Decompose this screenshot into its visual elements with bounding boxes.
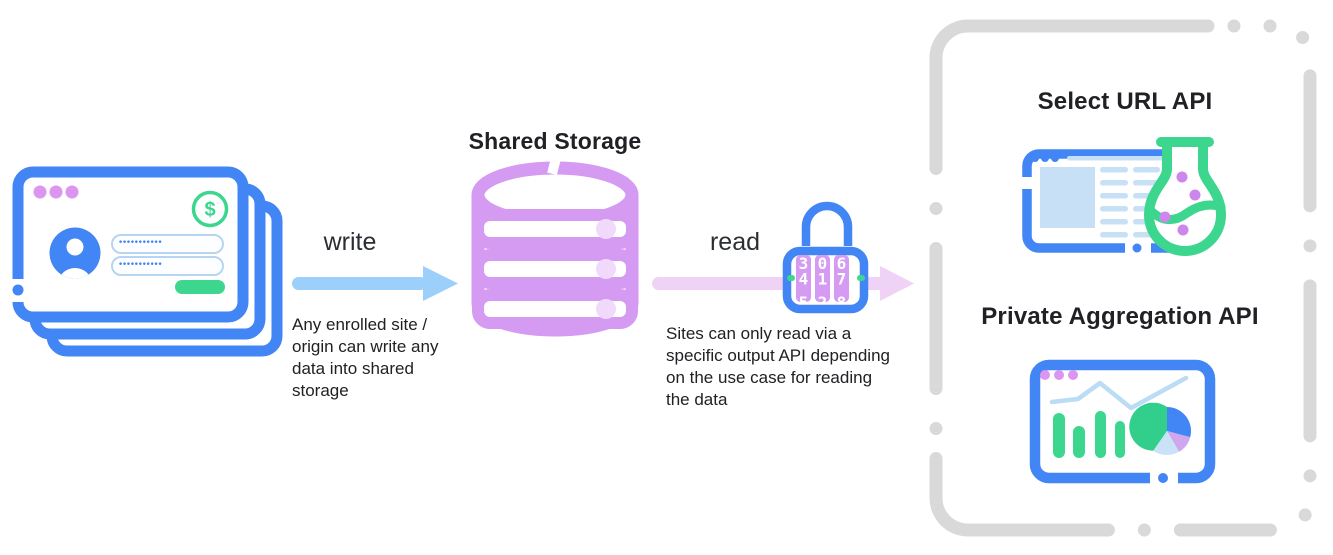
flask-bubbles — [1159, 171, 1201, 236]
dial2-digit: 1 — [818, 270, 828, 289]
password-dots: ••••••••••• — [119, 259, 162, 269]
combination-lock-icon: 3 4 5 0 1 2 6 7 8 — [782, 201, 869, 314]
output-boundary-dashed-border — [929, 19, 1317, 537]
dial1-above: 3 — [799, 254, 809, 273]
border-dot — [1158, 473, 1168, 483]
lock-shackle — [801, 201, 853, 246]
bar-chart-icon — [1053, 411, 1125, 458]
select-url-api-icon — [1020, 137, 1227, 256]
dial3-below: 8 — [837, 293, 847, 312]
dial1-digit: 4 — [799, 270, 809, 289]
shared-storage-title: Shared Storage — [468, 128, 642, 154]
border-dot — [1132, 243, 1142, 253]
currency-symbol: $ — [204, 199, 215, 221]
write-label: write — [323, 228, 377, 256]
dial1-below: 5 — [799, 293, 809, 312]
database-icon — [471, 157, 639, 337]
user-avatar-icon — [49, 227, 101, 279]
database-shelves — [472, 209, 638, 329]
password-input-1[interactable]: ••••••••••• — [111, 234, 224, 254]
flask-icon — [1143, 137, 1227, 256]
dial-tick-left — [787, 275, 795, 281]
pie-chart-icon — [1129, 402, 1192, 456]
read-description: Sites can only read via a specific outpu… — [666, 324, 890, 409]
content-block — [1040, 167, 1095, 228]
cylinder-notch — [547, 157, 561, 175]
dial3-digit: 7 — [837, 270, 847, 289]
dial3-above: 6 — [837, 254, 847, 273]
dial2-above: 0 — [818, 254, 828, 273]
border-gap — [1020, 177, 1034, 189]
private-aggregation-dashboard-icon — [1029, 359, 1216, 486]
write-arrow-icon — [292, 266, 458, 301]
front-window: $ ••••••••••• ••••••••••• — [10, 166, 249, 323]
dial2-below: 2 — [818, 293, 828, 312]
submit-button[interactable] — [175, 280, 225, 294]
dial-tick-right — [857, 275, 865, 281]
dollar-badge-icon: $ — [191, 190, 229, 228]
password-dots: ••••••••••• — [119, 237, 162, 247]
write-description: Any enrolled site / origin can write any… — [292, 315, 439, 400]
password-input-2[interactable]: ••••••••••• — [111, 256, 224, 276]
select-url-api-title: Select URL API — [1037, 88, 1213, 115]
read-label: read — [709, 228, 761, 256]
window-control-dots — [1040, 370, 1078, 380]
private-aggregation-api-title: Private Aggregation API — [981, 303, 1259, 330]
window-control-dots — [33, 185, 79, 199]
line-chart-icon — [1049, 375, 1189, 411]
lock-dials[interactable]: 3 4 5 0 1 2 6 7 8 — [796, 254, 849, 312]
stacked-browser-windows-icon: $ ••••••••••• ••••••••••• — [10, 166, 283, 357]
url-bar — [1067, 156, 1170, 161]
border-dot — [12, 284, 24, 296]
